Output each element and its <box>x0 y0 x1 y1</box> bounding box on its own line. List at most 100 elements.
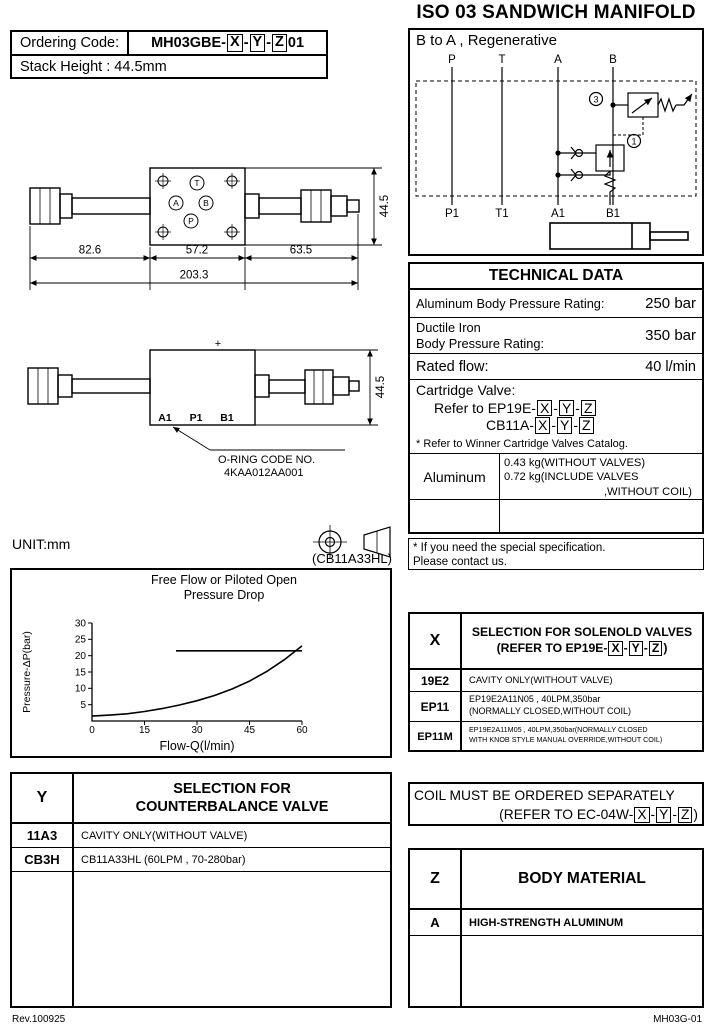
cartridge-ref2: CB11A-X-Y-Z <box>416 417 696 435</box>
z-empty-desc <box>462 936 702 1006</box>
z-row1-desc: HIGH-STRENGTH ALUMINUM <box>469 916 624 929</box>
special-note-line2: Please contact us. <box>413 556 507 569</box>
z-header: BODY MATERIAL <box>518 870 646 887</box>
code-z: Z <box>648 641 663 656</box>
callout-1: 1 <box>631 137 636 147</box>
x-row3-line1: EP19E2A11M05 , 40LPM,350bar(NORMALLY CLO… <box>469 725 648 734</box>
curve-free-flow <box>91 645 303 717</box>
dim-57-2: 57.2 <box>186 245 208 257</box>
schematic-lines <box>415 67 697 250</box>
valve-side-view-drawing: + A1 P1 B1 44.5 O-RING CODE NO. 4KAA012A… <box>27 338 387 479</box>
x-header-close: ) <box>663 641 668 655</box>
code-x: X <box>634 806 650 824</box>
cartridge-ref1-prefix: Refer to EP19E- <box>434 399 536 416</box>
xtick-15: 15 <box>139 725 151 736</box>
code-sep: - <box>573 417 579 433</box>
ytick-10: 10 <box>75 684 87 695</box>
xtick-30: 30 <box>191 725 203 736</box>
code-sep: - <box>623 641 628 655</box>
projection-symbols <box>313 525 391 559</box>
ytick-5: 5 <box>80 700 86 711</box>
weight-material: Aluminum <box>410 454 500 499</box>
port-label-a1: A1 <box>551 208 565 220</box>
cartridge-ref2-prefix: CB11A- <box>486 417 534 433</box>
y-empty-desc <box>74 872 390 1006</box>
code-y: Y <box>558 399 575 417</box>
callout-3: 3 <box>593 95 598 105</box>
table-row: A HIGH-STRENGTH ALUMINUM <box>410 910 702 936</box>
code-sep: - <box>266 35 272 51</box>
ytick-15: 15 <box>75 667 87 678</box>
y-key: Y <box>12 774 74 822</box>
port-t: T <box>194 178 199 188</box>
side-label-p1: P1 <box>190 412 203 424</box>
chart-plot-area: 5 10 15 20 25 30 0 15 30 45 60 Pressure-… <box>21 618 308 753</box>
x-header-line1: SELECTION FOR SOLENOLD VALVES <box>471 625 693 640</box>
xtick-45: 45 <box>244 725 256 736</box>
code-sep: - <box>650 806 656 822</box>
xtick-60: 60 <box>296 725 308 736</box>
x-selection-table: X SELECTION FOR SOLENOLD VALVES (REFER T… <box>408 612 704 752</box>
port-label-b1: B1 <box>606 208 620 220</box>
cartridge-ref1: Refer to EP19E-X-Y-Z <box>416 399 696 418</box>
code-x: X <box>227 34 243 52</box>
y-header-line1: SELECTION FOR <box>173 780 291 797</box>
port-label-t1: T1 <box>495 208 508 220</box>
x-row2-code: EP11 <box>410 692 462 721</box>
x-row1-desc: CAVITY ONLY(WITHOUT VALVE) <box>469 675 613 686</box>
page-title: ISO 03 SANDWICH MANIFOLD <box>416 2 696 23</box>
coil-close: ) <box>693 806 698 822</box>
port-b: B <box>203 198 209 208</box>
ytick-20: 20 <box>75 651 87 662</box>
cartridge-note: * Refer to Winner Cartridge Valves Catal… <box>416 437 628 450</box>
cartridge-title: Cartridge Valve: <box>416 382 516 398</box>
table-row: CB3H CB11A33HL (60LPM , 70-280bar) <box>12 848 390 872</box>
code-prefix: MH03GBE- <box>151 35 227 51</box>
chart-axes <box>88 622 303 725</box>
table-row: 11A3 CAVITY ONLY(WITHOUT VALVE) <box>12 824 390 848</box>
code-y: Y <box>557 417 573 434</box>
y-empty-key <box>12 872 74 1006</box>
x-row3-line2: WITH KNOB STYLE MANUAL OVERRIDE,WITHOUT … <box>469 734 663 744</box>
footer-left: Rev.100925 <box>12 1014 66 1024</box>
iron-pressure-label-1: Ductile Iron <box>416 319 481 335</box>
code-x: X <box>534 417 551 434</box>
dim-82-6: 82.6 <box>79 245 101 257</box>
port-label-t: T <box>498 54 505 66</box>
code-y: Y <box>656 806 672 824</box>
code-sep: - <box>243 35 249 51</box>
iron-pressure-label: Ductile Iron Body Pressure Rating: <box>416 320 544 352</box>
unit-note: UNIT:mm <box>12 536 71 552</box>
dim-203-3: 203.3 <box>180 270 209 282</box>
z-key: Z <box>410 850 462 908</box>
port-label-a: A <box>554 54 562 66</box>
y-header: SELECTION FOR COUNTERBALANCE VALVE <box>74 774 390 822</box>
code-y: Y <box>628 641 643 656</box>
weight-empty-left <box>410 500 500 534</box>
z-row1-code: A <box>410 910 462 935</box>
x-header-line2: (REFER TO EP19E-X-Y-Z) <box>497 641 668 657</box>
code-sep: - <box>553 399 558 416</box>
xtick-0: 0 <box>89 725 95 736</box>
code-sep: - <box>672 806 677 822</box>
ordering-code-label: Ordering Code: <box>20 35 120 51</box>
code-z: Z <box>272 34 287 52</box>
weight-values: 0.43 kg(WITHOUT VALVES) 0.72 kg(INCLUDE … <box>500 454 702 499</box>
special-note-line1: * If you need the special specification. <box>413 542 606 554</box>
technical-data-header: TECHNICAL DATA <box>410 264 702 290</box>
code-x: X <box>536 399 553 417</box>
chart-title-line2: Pressure Drop <box>183 588 265 602</box>
weight-empty-right <box>500 500 702 534</box>
rated-flow-value: 40 l/min <box>645 358 696 375</box>
y-empty-rows <box>12 872 390 1006</box>
x-row3-code: EP11M <box>410 722 462 752</box>
dimension-lines <box>29 167 382 290</box>
dim-44-5: 44.5 <box>379 195 391 217</box>
target-symbol-icon <box>313 525 347 559</box>
y-header-line2: COUNTERBALANCE VALVE <box>135 799 329 815</box>
iron-pressure-value: 350 bar <box>645 327 696 344</box>
y-row2-desc: CB11A33HL (60LPM , 70-280bar) <box>81 853 246 866</box>
side-dim-lines <box>172 349 378 451</box>
